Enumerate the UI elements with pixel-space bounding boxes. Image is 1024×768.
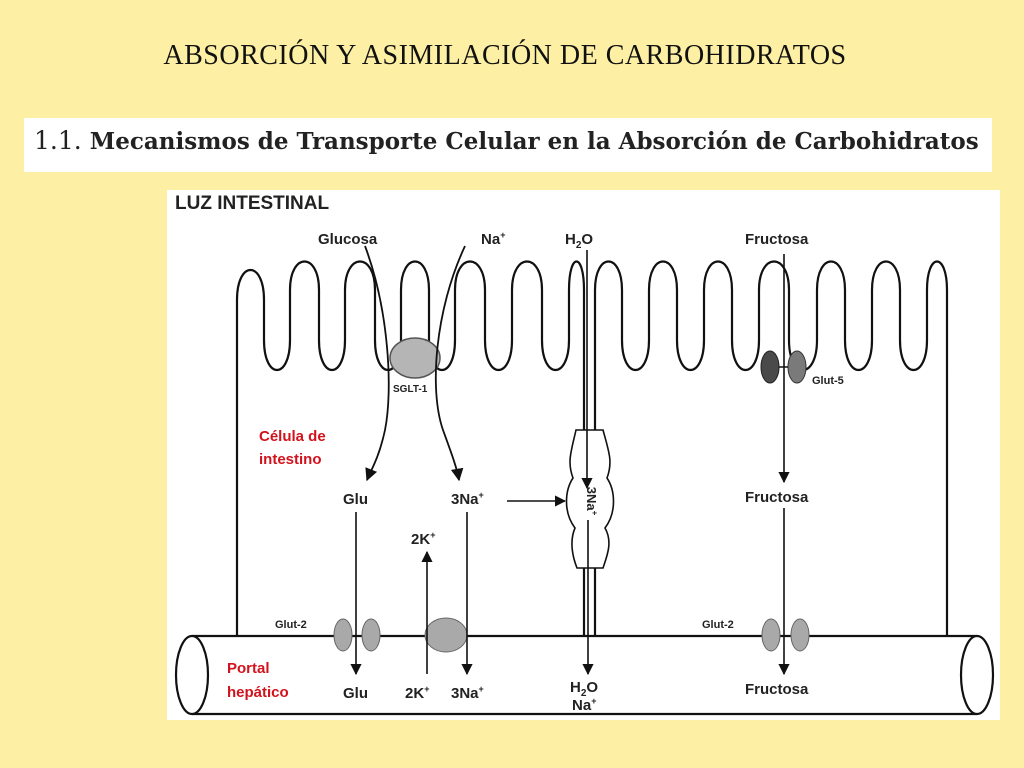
portal-annotation-line2: hepático [227, 684, 289, 701]
glut2-left-b [361, 618, 381, 652]
water-bottom-label: H2O [570, 679, 598, 699]
three-na-bottom-label: 3Na+ [451, 684, 484, 702]
subtitle-banner: 1.1. Mecanismos de Transporte Celular en… [24, 118, 992, 172]
cell-annotation-line2: intestino [259, 451, 322, 468]
lumen-label: LUZ INTESTINAL [175, 193, 329, 214]
blood-vessel [192, 634, 977, 716]
right-cell-membrane [593, 260, 949, 636]
three-na-paracellular-label: 3Na+ [584, 487, 599, 516]
transport-diagram: LUZ INTESTINAL Glucosa Na+ H2O Fructosa … [167, 190, 1000, 720]
glut2-left-a [333, 618, 353, 652]
subtitle-text: Mecanismos de Transporte Celular en la A… [89, 128, 979, 155]
sglt1-transporter [389, 337, 441, 379]
two-k-bottom-label: 2K+ [405, 684, 429, 702]
na-k-pump [424, 617, 468, 653]
glu-bottom-label: Glu [343, 685, 368, 702]
glut2-right-label: Glut-2 [702, 619, 734, 631]
fructose-top-label: Fructosa [745, 231, 809, 248]
water-top-label: H2O [565, 231, 593, 251]
left-cell-membrane [235, 260, 586, 636]
portal-annotation-line1: Portal [227, 660, 270, 677]
na-top-label: Na+ [481, 230, 505, 248]
vessel-right-end [959, 634, 995, 716]
glu-cell-label: Glu [343, 491, 368, 508]
paracellular-channel [565, 429, 615, 569]
subtitle: 1.1. Mecanismos de Transporte Celular en… [34, 126, 979, 155]
glut2-right-a [761, 618, 781, 652]
sglt1-label: SGLT-1 [393, 384, 428, 395]
glucose-entry-arrow [364, 245, 390, 482]
glut5-transporter-light [787, 350, 807, 384]
na-bottom-label: Na+ [572, 696, 596, 714]
glut2-right-b [790, 618, 810, 652]
subtitle-number: 1.1. [34, 126, 82, 155]
slide-title: ABSORCIÓN Y ASIMILACIÓN DE CARBOHIDRATOS [163, 40, 847, 71]
na-entry-arrow [434, 245, 466, 482]
fructose-bottom-label: Fructosa [745, 681, 809, 698]
vessel-left-end [174, 634, 210, 716]
glut2-left-label: Glut-2 [275, 619, 307, 631]
glucose-label: Glucosa [318, 231, 378, 248]
glut5-transporter-dark [760, 350, 780, 384]
cell-annotation-line1: Célula de [259, 428, 326, 445]
three-na-cell-label: 3Na+ [451, 490, 484, 508]
two-k-cell-label: 2K+ [411, 530, 435, 548]
glut5-label: Glut-5 [812, 375, 844, 387]
fructose-cell-label: Fructosa [745, 489, 809, 506]
